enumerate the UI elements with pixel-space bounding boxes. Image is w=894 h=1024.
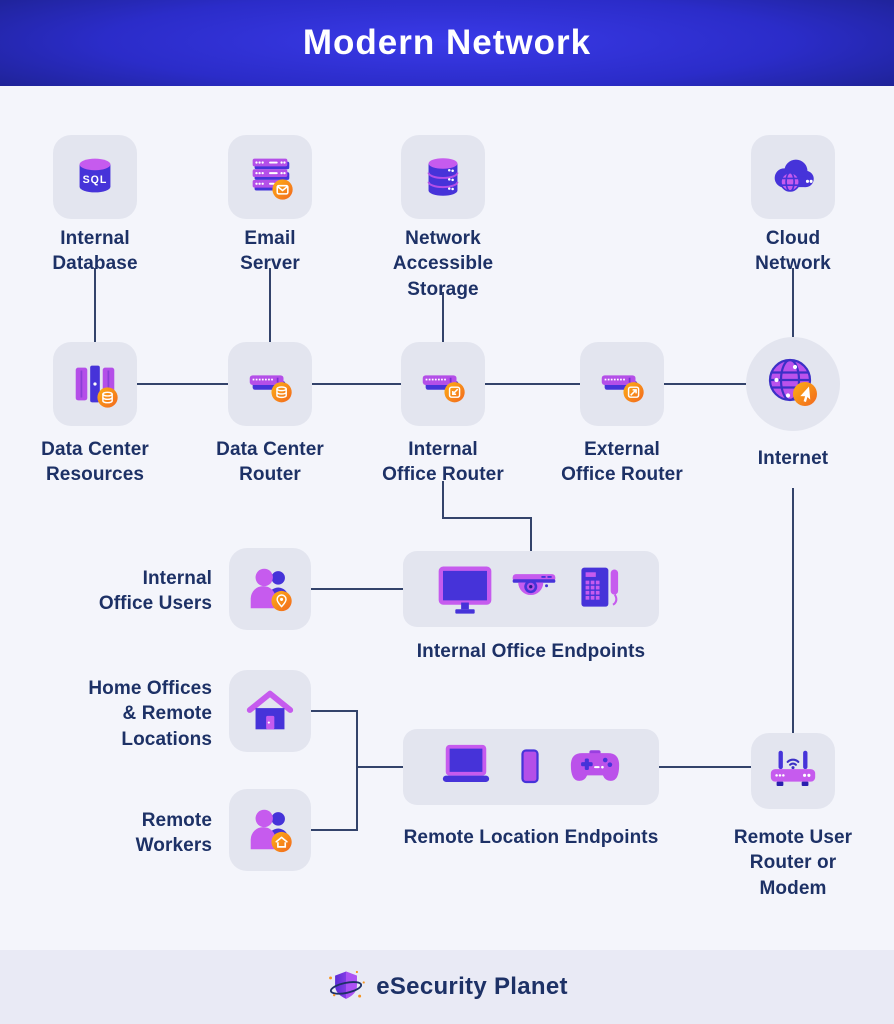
sql-label: SQL (83, 174, 108, 186)
server-towers-icon (75, 365, 118, 408)
label-home-offices: Home Offices & Remote Locations (88, 678, 212, 750)
node-remote-user-router (751, 733, 835, 809)
export-arrow-badge-icon (623, 382, 644, 403)
globe-icon (768, 358, 817, 406)
node-cloud-network (751, 135, 835, 219)
label-internet: Internet (757, 448, 829, 469)
node-internal-database: SQL (53, 135, 137, 219)
label-network-accessible-storage: Network Accessible Storage (392, 228, 494, 300)
cloud-globe-icon (774, 159, 814, 192)
router-icon (601, 375, 644, 403)
node-internal-office-router (401, 342, 485, 426)
page-title: Modern Network (302, 23, 592, 62)
router-icon (249, 375, 292, 403)
security-camera-icon (512, 574, 556, 596)
cursor-badge-icon (793, 382, 817, 406)
database-badge-icon (271, 382, 292, 403)
import-arrow-badge-icon (444, 382, 465, 403)
label-data-center-router: Data Center Router (216, 439, 324, 486)
database-badge-icon (97, 387, 118, 408)
label-internal-database: Internal Database (52, 228, 138, 275)
node-email-server (228, 135, 312, 219)
wire-internal-router-endpoints (442, 481, 532, 551)
label-cloud-network: Cloud Network (755, 228, 831, 275)
footer-bar: eSecurity Planet (0, 950, 894, 1024)
sql-database-icon: SQL (79, 158, 111, 193)
gamepad-icon (570, 750, 620, 781)
node-internal-office-users (229, 548, 311, 630)
home-badge-icon (271, 831, 292, 853)
node-data-center-router (228, 342, 312, 426)
node-remote-workers (229, 789, 311, 871)
monitor-icon (438, 566, 492, 614)
label-remote-workers: Remote Workers (135, 810, 212, 857)
label-internal-office-router: Internal Office Router (382, 439, 504, 486)
laptop-icon (442, 744, 490, 782)
node-internet (746, 337, 840, 431)
label-data-center-resources: Data Center Resources (41, 439, 149, 486)
node-internal-office-endpoints (403, 551, 659, 627)
node-external-office-router (580, 342, 664, 426)
desk-phone-icon (581, 567, 619, 607)
node-network-accessible-storage (401, 135, 485, 219)
node-data-center-resources (53, 342, 137, 426)
location-pin-badge-icon (271, 590, 292, 612)
envelope-badge-icon (272, 179, 293, 200)
label-external-office-router: External Office Router (561, 439, 683, 486)
router-icon (422, 375, 465, 403)
node-remote-location-endpoints (403, 729, 659, 805)
label-email-server: Email Server (240, 228, 300, 275)
house-icon (246, 690, 294, 730)
label-remote-location-endpoints: Remote Location Endpoints (403, 827, 659, 848)
shield-orbit-logo (329, 970, 366, 999)
brand-name: eSecurity Planet (376, 973, 568, 1000)
storage-stack-icon (427, 158, 459, 196)
smartphone-icon (521, 749, 539, 784)
label-internal-office-endpoints: Internal Office Endpoints (416, 641, 646, 662)
wire-home-workers-bracket (311, 710, 358, 831)
label-internal-office-users: Internal Office Users (98, 568, 212, 615)
mail-server-icon (252, 158, 293, 200)
users-icon (250, 809, 292, 853)
users-icon (250, 568, 292, 612)
wifi-router-icon (770, 750, 816, 786)
label-remote-user-router: Remote User Router or Modem (733, 827, 853, 899)
node-home-offices (229, 670, 311, 752)
header-banner: Modern Network (0, 0, 894, 86)
